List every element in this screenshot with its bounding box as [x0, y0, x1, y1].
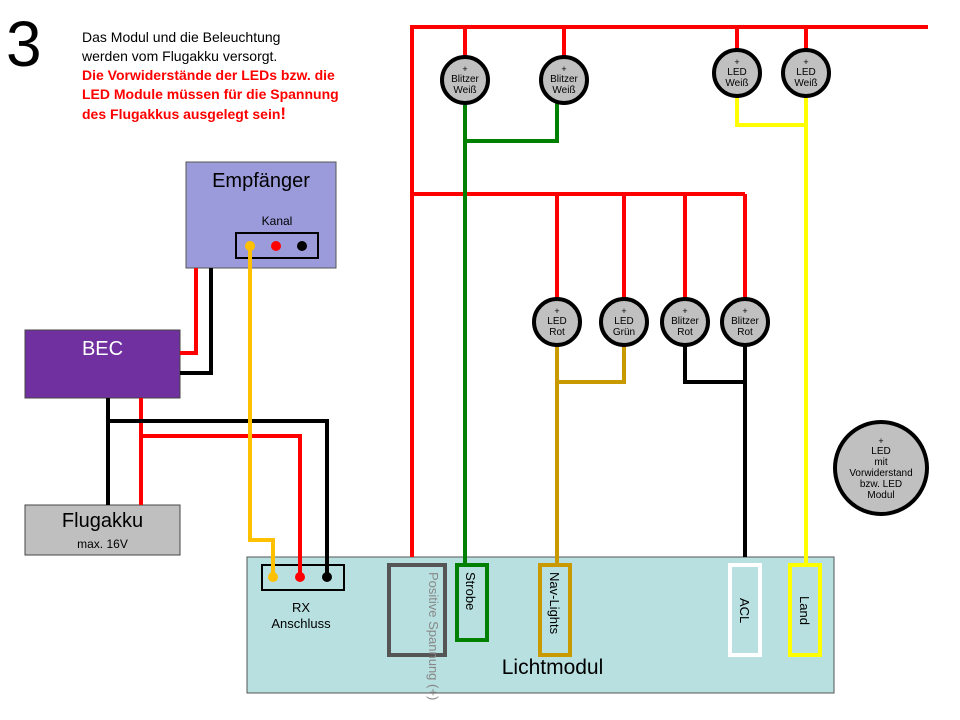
note-line-1: Das Modul und die Beleuchtung — [82, 29, 281, 45]
lamp-plus: + — [878, 435, 884, 446]
lamp-line-3: Vorwiderstand — [849, 467, 913, 479]
lamp-line-2: Weiß — [725, 78, 749, 89]
battery-subtitle: max. 16V — [77, 537, 128, 551]
lamp-land-white-1: + LED Weiß — [712, 48, 762, 98]
wire-positive-rail-top — [410, 25, 928, 557]
port-positive-box — [387, 563, 447, 657]
wire-receiver-bec-positive — [180, 268, 198, 355]
port-land-box — [788, 563, 822, 657]
lamp-line-5: Modul — [867, 489, 895, 501]
instruction-note: Das Modul und die Beleuchtung werden vom… — [82, 28, 342, 124]
lamp-plus: + — [742, 306, 748, 316]
lamp-plus: + — [621, 306, 627, 316]
wire-positive-to-rx — [141, 434, 302, 577]
port-nav-label: Nav-Lights — [547, 572, 562, 635]
lamp-line-2: mit — [874, 456, 888, 468]
lamp-line-2: Weiß — [794, 78, 818, 89]
light-module-title: Lichtmodul — [501, 656, 604, 679]
lamp-acl-red-2: + Blitzer Rot — [720, 297, 770, 347]
note-warning-mark: ! — [280, 104, 287, 123]
battery-box — [24, 504, 181, 556]
lamp-line-1: LED — [727, 67, 747, 78]
receiver-title: Empfänger — [212, 170, 310, 192]
rx-ground-pin — [322, 572, 332, 582]
rx-signal-pin — [268, 572, 278, 582]
lamp-plus: + — [682, 306, 688, 316]
lamp-line-2: Rot — [677, 327, 693, 338]
port-positive-label: Positive Spannung (+) — [426, 572, 441, 701]
lamp-land-white-2: + LED Weiß — [781, 48, 831, 98]
rx-positive-pin — [295, 572, 305, 582]
lamp-legend: + LED mit Vorwiderstand bzw. LED Modul — [833, 420, 929, 516]
port-nav-box — [538, 563, 572, 657]
port-land-label: Land — [797, 596, 812, 625]
bec-title: BEC — [81, 338, 124, 360]
lamp-plus: + — [561, 64, 567, 74]
lamp-line-1: LED — [547, 316, 567, 327]
wire-nav-branch — [557, 342, 626, 384]
note-warning: Die Vorwiderstände der LEDs bzw. die LED… — [82, 66, 342, 124]
rx-label-line-1: RX — [291, 600, 311, 615]
wire-ground-to-rx — [108, 419, 329, 577]
note-warning-text: Die Vorwiderstände der LEDs bzw. die LED… — [82, 67, 339, 122]
note-line-2: werden vom Flugakku versorgt. — [82, 48, 278, 64]
lamp-line-1: Blitzer — [671, 316, 699, 327]
wire-acl-branch — [683, 342, 745, 384]
receiver-signal-pin — [245, 241, 255, 251]
lamp-line-2: Grün — [612, 327, 636, 338]
lamp-line-2: Rot — [549, 327, 565, 338]
lamp-plus: + — [803, 57, 809, 67]
lamp-line-1: Blitzer — [550, 74, 578, 85]
lamp-line-2: Weiß — [453, 85, 477, 96]
rx-label: RX Anschluss — [258, 600, 344, 632]
lamp-line-4: bzw. LED — [859, 478, 903, 490]
step-number: 3 — [6, 8, 42, 80]
lamp-strobe-white-1: + Blitzer Weiß — [440, 55, 490, 105]
lamp-line-1: Blitzer — [451, 74, 479, 85]
battery-title: Flugakku — [61, 510, 144, 532]
bec-box — [24, 329, 181, 399]
lamp-line-1: LED — [796, 67, 816, 78]
lamp-nav-green: + LED Grün — [599, 297, 649, 347]
wire-receiver-bec-ground — [180, 268, 213, 375]
lamp-line-1: LED — [871, 445, 891, 457]
port-strobe-label: Strobe — [463, 572, 478, 611]
receiver-ground-pin — [297, 241, 307, 251]
lamp-nav-red: + LED Rot — [532, 297, 582, 347]
port-strobe-box — [455, 563, 489, 642]
wire-land-branch — [735, 92, 806, 127]
lamp-plus: + — [462, 64, 468, 74]
receiver-positive-pin — [271, 241, 281, 251]
lamp-line-1: Blitzer — [731, 316, 759, 327]
lamp-line-1: LED — [614, 316, 634, 327]
port-acl-label: ACL — [737, 598, 752, 624]
lamp-strobe-white-2: + Blitzer Weiß — [539, 55, 589, 105]
rx-label-line-2: Anschluss — [271, 616, 331, 631]
lamp-line-2: Weiß — [552, 85, 576, 96]
wire-signal — [248, 246, 275, 577]
lamp-acl-red-1: + Blitzer Rot — [660, 297, 710, 347]
port-acl-box — [728, 563, 762, 657]
lamp-line-2: Rot — [737, 327, 753, 338]
receiver-channel-label: Kanal — [261, 214, 293, 228]
wire-strobe-branch — [465, 98, 564, 143]
lamp-plus: + — [734, 57, 740, 67]
lamp-plus: + — [554, 306, 560, 316]
